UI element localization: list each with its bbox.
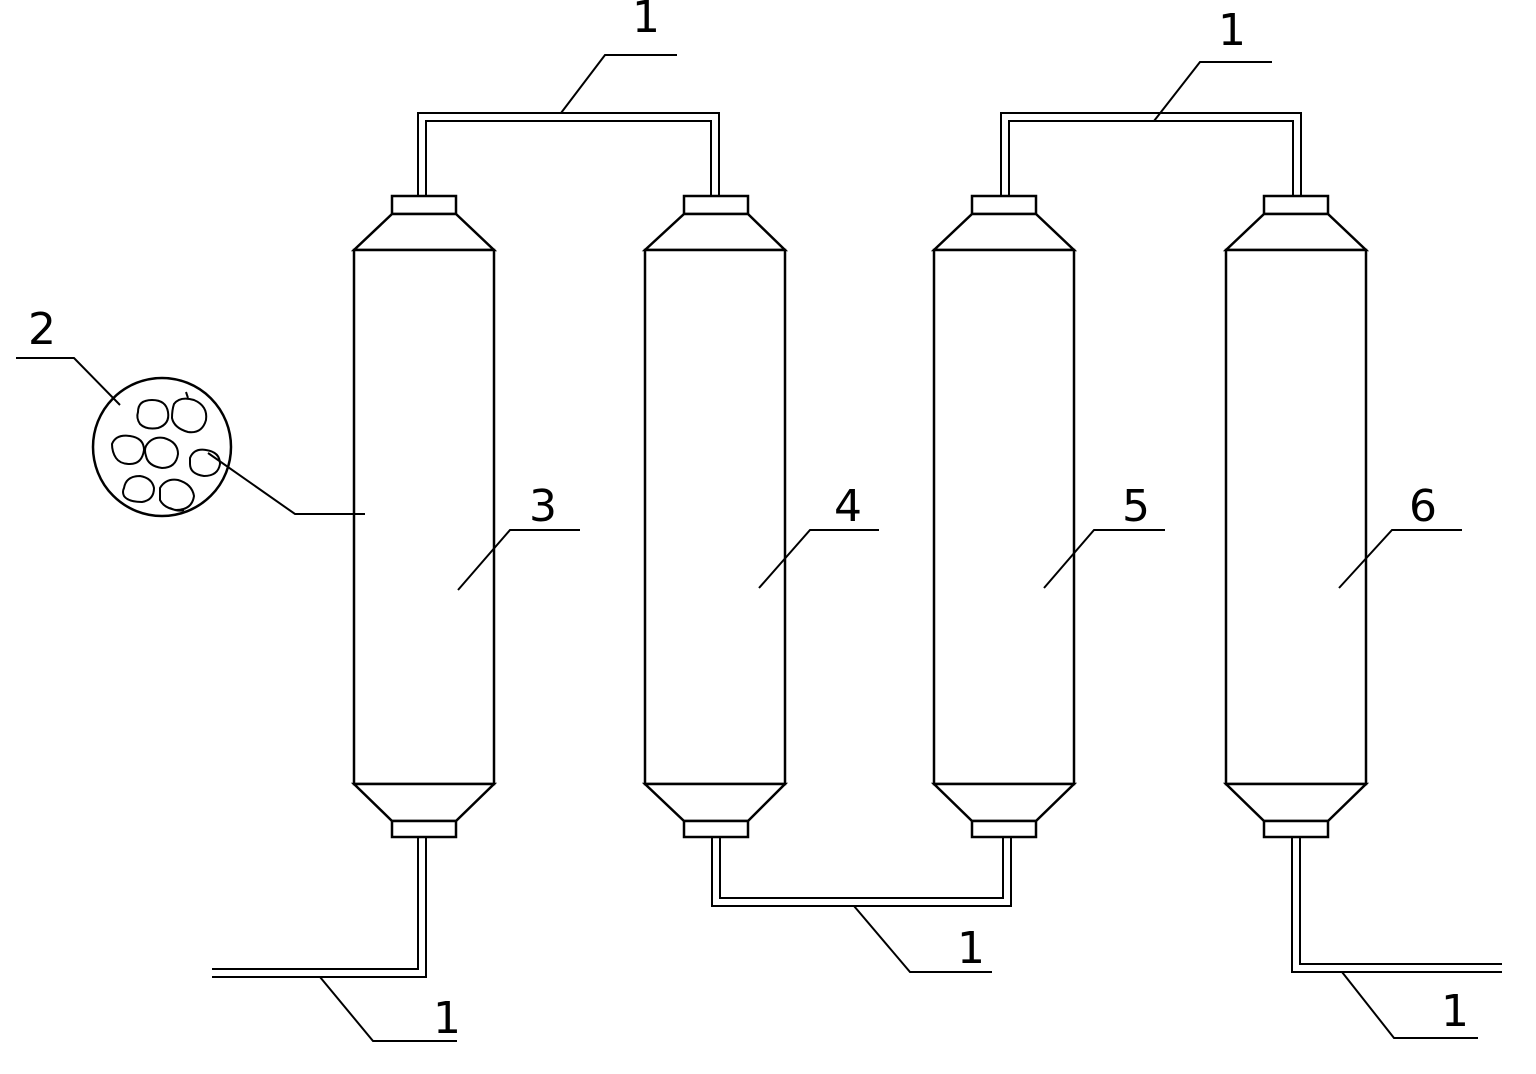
label-column-4: 4 [834, 481, 862, 532]
column-3 [350, 194, 498, 839]
column-4 [641, 194, 789, 839]
pipe-bottom-middle [711, 837, 1012, 907]
label-packing-detail: 2 [28, 304, 56, 355]
label-column-5: 5 [1122, 481, 1150, 532]
pipe-bottom-left [212, 837, 427, 978]
label-pipe-bottom-right: 1 [1441, 986, 1469, 1037]
pipe-top-right [1000, 112, 1302, 196]
column-5 [930, 194, 1078, 839]
label-column-3: 3 [529, 481, 557, 532]
column-6 [1222, 194, 1370, 839]
pipe-bottom-right [1291, 837, 1502, 973]
label-pipe-top-right: 1 [1218, 5, 1246, 56]
packing-detail-circle [91, 376, 233, 518]
label-pipe-bottom-left: 1 [433, 993, 461, 1044]
label-pipe-bottom-middle: 1 [957, 923, 985, 974]
label-column-6: 6 [1409, 481, 1437, 532]
label-pipe-top-left: 1 [632, 0, 660, 43]
pipe-top-left [417, 112, 720, 196]
leader-lines [16, 54, 1478, 1042]
